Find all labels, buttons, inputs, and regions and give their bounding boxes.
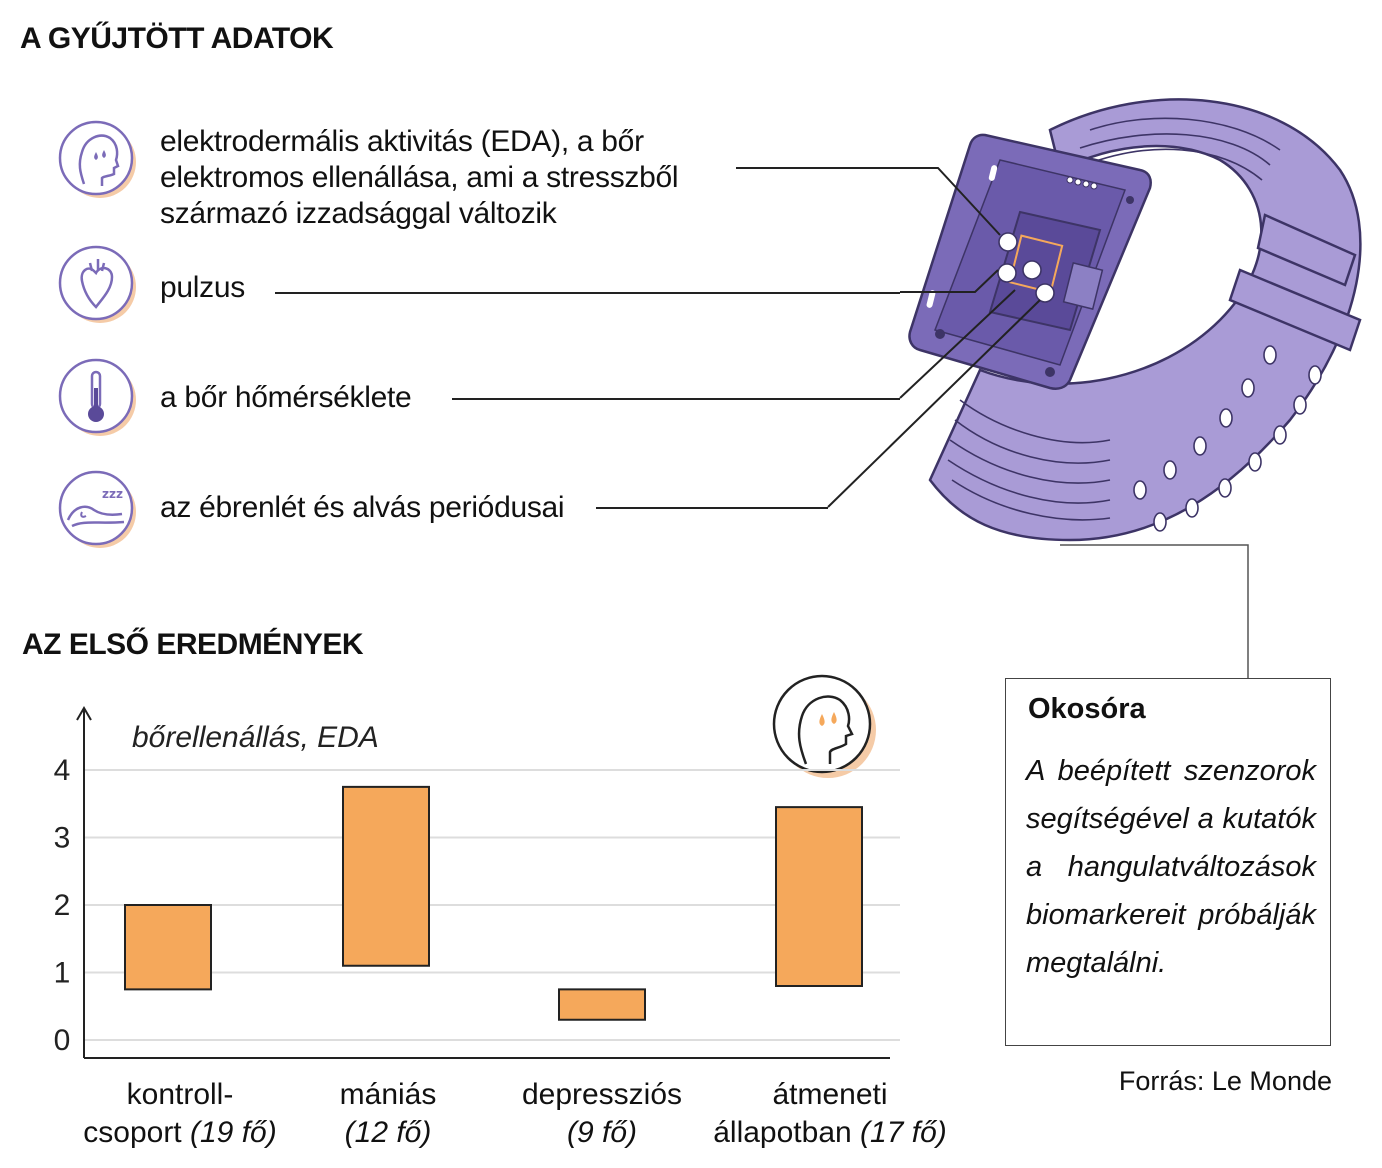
smartwatch-description: A beépített szenzorok segítségével a kut…: [1026, 755, 1316, 979]
eda-description: elektrodermális aktivitás (EDA), a bőr e…: [160, 124, 679, 232]
heart-icon: [58, 245, 138, 325]
head-sweat-chart-icon: [770, 672, 880, 782]
thermometer-icon: [58, 358, 138, 438]
head-sweat-icon: [58, 120, 138, 200]
bar-3: [775, 806, 863, 987]
y-axis-arrow: [76, 706, 92, 721]
sleep-leader-line: [596, 507, 828, 509]
category-label-transition: átmeneti állapotban (17 fő): [690, 1076, 970, 1152]
source-credit: Forrás: Le Monde: [1118, 1066, 1332, 1096]
temp-leader-line: [452, 398, 900, 400]
category-count: (9 fő): [566, 1116, 638, 1149]
eda-line-2: elektromos ellenállása, ami a stresszből: [160, 161, 679, 194]
pulse-leader-line: [275, 292, 900, 294]
category-label-depression: depressziós (9 fő): [482, 1076, 722, 1152]
pulse-label: pulzus: [160, 271, 245, 304]
y-axis-title: bőrellenállás, EDA: [132, 721, 379, 754]
y-tick-label: 2: [54, 889, 71, 922]
category-count: (12 fő): [344, 1116, 432, 1149]
category-count: (17 fő): [860, 1116, 947, 1149]
y-tick-label: 1: [54, 957, 71, 990]
bars: [124, 785, 863, 1021]
category-name: kontroll-: [126, 1078, 234, 1111]
y-tick-label: 3: [54, 822, 71, 855]
svg-text:zzz: zzz: [102, 487, 123, 501]
category-label-control: kontroll- csoport (19 fő): [60, 1076, 300, 1152]
skin-temp-label: a bőr hőmérséklete: [160, 381, 412, 414]
y-tick-labels: 0 1 2 3 4: [54, 754, 71, 1057]
eda-range-chart: 0 1 2 3 4 bőrellenállás, EDA: [54, 706, 900, 1059]
eda-line-3: származó izzadsággal változik: [160, 197, 557, 230]
bar-2: [558, 988, 646, 1021]
eda-line-1: elektrodermális aktivitás (EDA), a bőr: [160, 125, 644, 158]
sleep-icon: zzz: [58, 470, 138, 550]
collected-title: A GYŰJTÖTT ADATOK: [20, 22, 334, 55]
bar-0: [124, 904, 212, 991]
bar-1: [342, 785, 430, 967]
smartwatch-info-box: Okosóra A beépített szenzorok segítségév…: [1005, 678, 1331, 1046]
category-label-mania: mániás (12 fő): [268, 1076, 508, 1152]
smartwatch-title: Okosóra: [1028, 693, 1146, 725]
category-name-2: állapotban: [713, 1116, 852, 1149]
category-count: (19 fő): [190, 1116, 277, 1149]
category-name: depressziós: [521, 1078, 683, 1111]
results-title: AZ ELSŐ EREDMÉNYEK: [22, 628, 364, 661]
category-name-2: csoport: [83, 1116, 182, 1149]
smartwatch-illustration: [736, 98, 1362, 678]
y-tick-label: 0: [54, 1024, 71, 1057]
category-name: átmeneti: [772, 1078, 888, 1111]
y-tick-label: 4: [54, 754, 71, 787]
gridlines: [84, 769, 900, 1041]
category-name: mániás: [339, 1078, 437, 1111]
sleep-label: az ébrenlét és alvás periódusai: [160, 491, 565, 524]
